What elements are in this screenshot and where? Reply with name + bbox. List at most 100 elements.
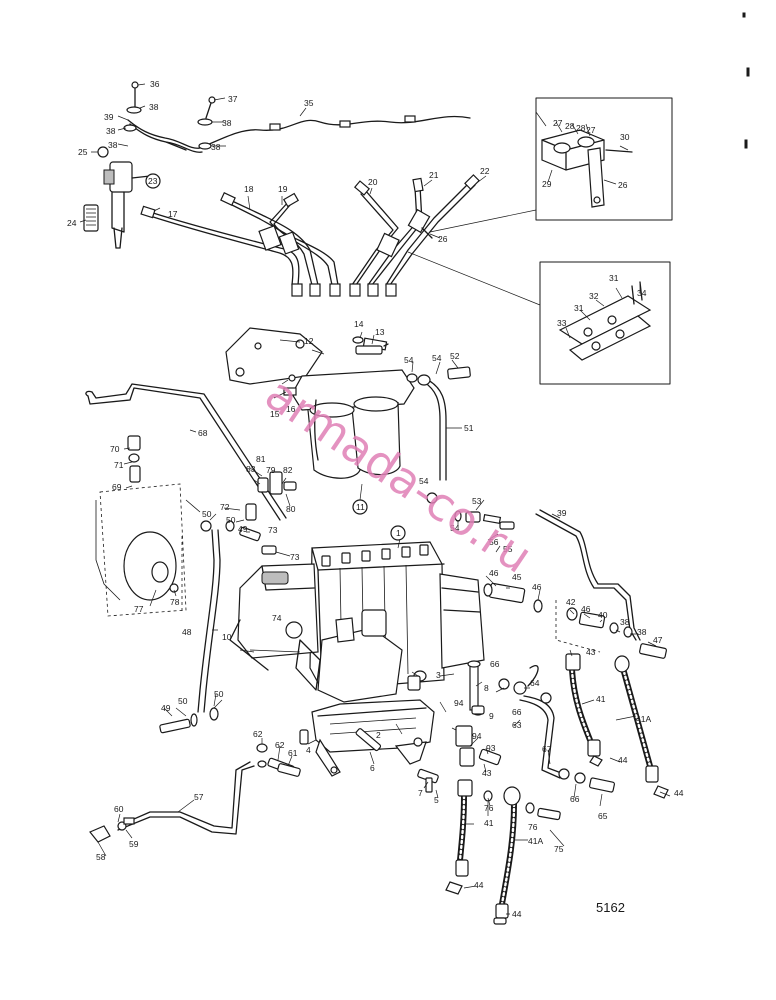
label-17: 17	[168, 209, 178, 219]
label-44-a: 44	[618, 755, 628, 765]
label-9: 9	[489, 711, 494, 721]
label-11: 11	[356, 502, 365, 512]
label-23: 23	[148, 176, 158, 186]
label-28-left: 28	[565, 121, 575, 131]
label-76-a: 76	[484, 803, 494, 813]
label-83: 83	[246, 464, 256, 474]
label-38-g: 38	[637, 627, 647, 637]
label-41A-bottom: 41A	[528, 836, 543, 846]
label-82: 82	[283, 465, 293, 475]
label-57: 57	[194, 792, 204, 802]
label-33: 33	[557, 318, 567, 328]
label-38-a: 38	[149, 102, 159, 112]
label-67: 67	[542, 744, 552, 754]
injector-assembly	[83, 146, 151, 249]
label-54-b: 54	[432, 353, 442, 363]
leak-off-line-35	[123, 81, 471, 153]
label-35: 35	[304, 98, 314, 108]
label-15: 15	[270, 409, 280, 419]
label-41A-right: 41A	[636, 714, 651, 724]
label-4: 4	[306, 745, 311, 755]
label-73-bottom: 73	[290, 552, 300, 562]
hoses	[445, 653, 669, 925]
label-47: 47	[653, 635, 663, 645]
label-44-b: 44	[674, 788, 684, 798]
label-50-b: 50	[226, 515, 236, 525]
inset-clamp-bottom	[407, 251, 671, 385]
circled-references	[145, 173, 406, 541]
label-62-a: 62	[253, 729, 263, 739]
label-36: 36	[150, 79, 160, 89]
label-18: 18	[244, 184, 254, 194]
label-38-b: 38	[106, 126, 116, 136]
label-64: 64	[530, 678, 540, 688]
label-94-b: 94	[472, 731, 482, 741]
label-39-right: 39	[557, 508, 567, 518]
label-75: 75	[554, 844, 564, 854]
label-19: 19	[278, 184, 288, 194]
label-8: 8	[484, 683, 489, 693]
label-80: 80	[286, 504, 296, 514]
label-21: 21	[429, 170, 439, 180]
fuel-lines-51-68	[85, 366, 471, 521]
label-93: 93	[486, 743, 496, 753]
label-48: 48	[182, 627, 192, 637]
label-45: 45	[512, 572, 522, 582]
label-63: 63	[512, 720, 522, 730]
label-62-b: 62	[275, 740, 285, 750]
label-66-c: 66	[570, 794, 580, 804]
label-25: 25	[78, 147, 88, 157]
label-6: 6	[370, 763, 375, 773]
label-69: 69	[112, 482, 122, 492]
label-27-right: 27	[586, 125, 596, 135]
part-labels: 1 2 3 4 5 6 7 8 9 10 11 12 13 14 15 16 1…	[67, 79, 684, 919]
label-13: 13	[375, 327, 385, 337]
label-24: 24	[67, 218, 77, 228]
label-54-d: 54	[450, 523, 460, 533]
label-42: 42	[566, 597, 576, 607]
label-76-b: 76	[528, 822, 538, 832]
label-44-c: 44	[474, 880, 484, 890]
label-54-a: 54	[404, 355, 414, 365]
label-26: 26	[438, 234, 448, 244]
label-43-bottom: 43	[482, 768, 492, 778]
label-7: 7	[418, 788, 423, 798]
label-38-c: 38	[108, 140, 118, 150]
label-49-top: 49	[238, 524, 248, 534]
label-41-bottom: 41	[484, 818, 494, 828]
label-50-c: 50	[178, 696, 188, 706]
pump-bracket	[311, 699, 435, 777]
label-50-a: 50	[202, 509, 212, 519]
label-78: 78	[170, 597, 180, 607]
label-44-d: 44	[512, 909, 522, 919]
label-40: 40	[598, 610, 608, 620]
label-46-b: 46	[532, 582, 542, 592]
label-39: 39	[104, 112, 114, 122]
label-30: 30	[620, 132, 630, 142]
label-72: 72	[220, 502, 230, 512]
label-56: 56	[489, 537, 499, 547]
fuel-filter-assembly	[225, 327, 415, 479]
label-55: 55	[503, 544, 513, 554]
label-74: 74	[272, 613, 282, 623]
label-3: 3	[436, 670, 441, 680]
injection-pump	[229, 541, 485, 703]
label-71: 71	[114, 460, 124, 470]
label-54-c: 54	[419, 476, 429, 486]
label-34: 34	[637, 288, 647, 298]
label-2: 2	[376, 730, 381, 740]
label-81: 81	[256, 454, 266, 464]
label-46-c: 46	[581, 604, 591, 614]
label-60: 60	[114, 804, 124, 814]
right-fittings	[426, 492, 667, 793]
edge-marks	[742, 12, 750, 149]
label-94-a: 94	[454, 698, 464, 708]
label-32: 32	[589, 291, 599, 301]
leader-lines	[79, 83, 671, 915]
label-29: 29	[542, 179, 552, 189]
label-50-d: 50	[214, 689, 224, 699]
label-5: 5	[434, 795, 439, 805]
label-61: 61	[288, 748, 298, 758]
